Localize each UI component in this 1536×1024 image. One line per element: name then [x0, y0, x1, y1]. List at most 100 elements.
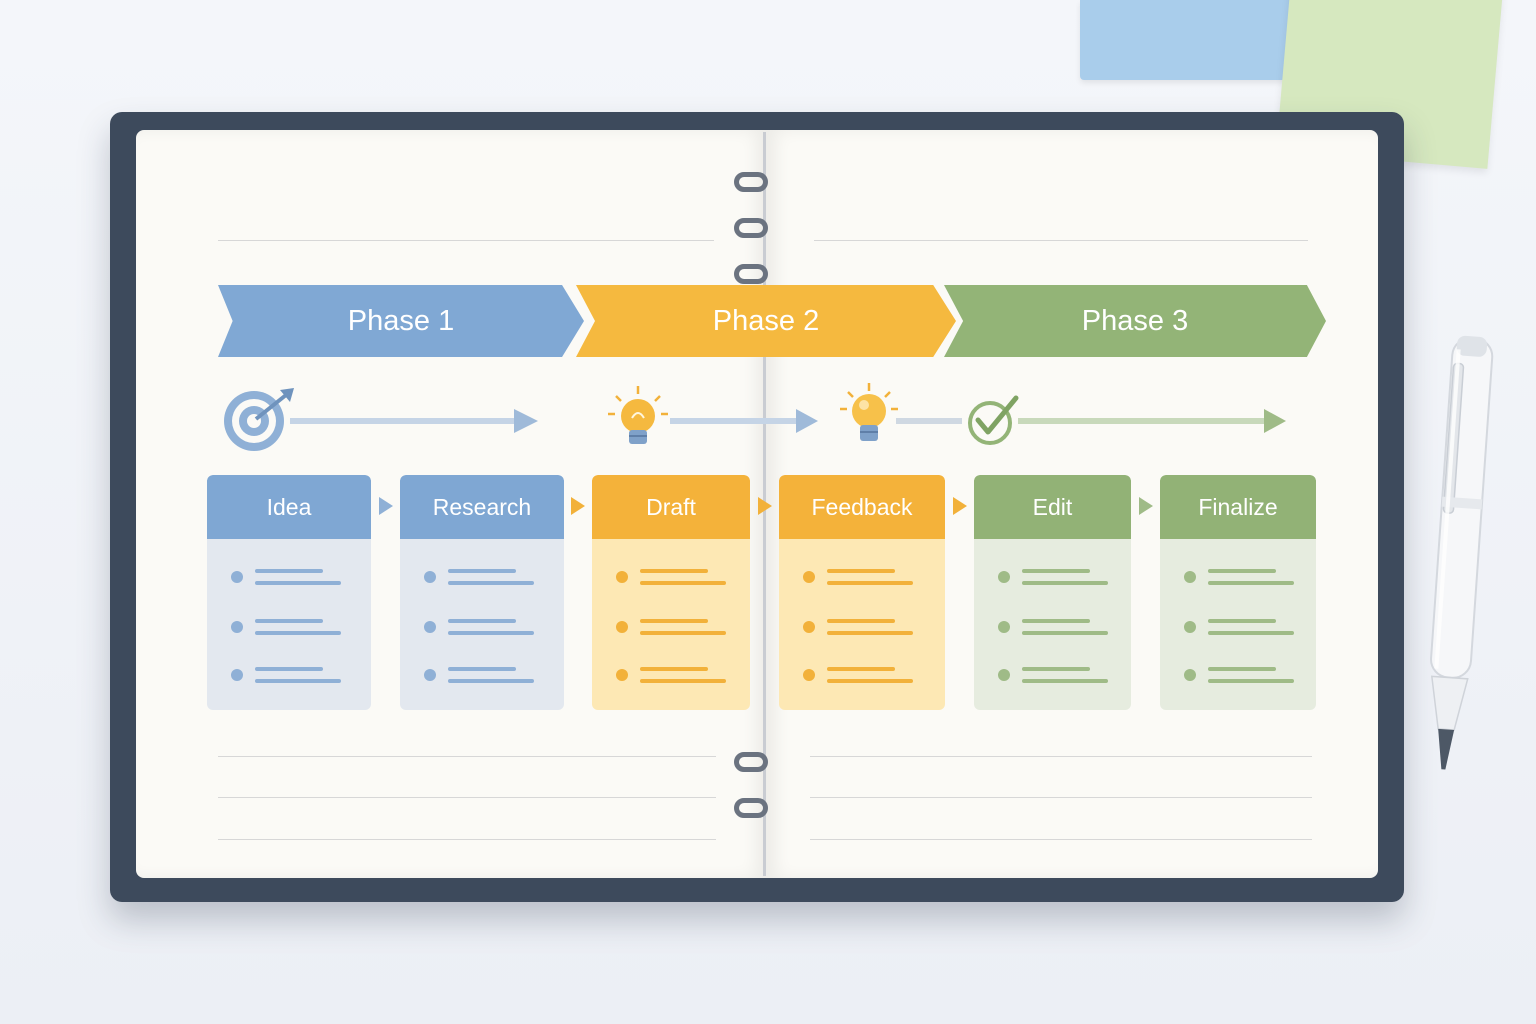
phase-3-banner: Phase 3	[944, 285, 1326, 357]
timeline-arrow	[290, 409, 538, 433]
checklist-line	[1208, 631, 1294, 635]
checklist-line	[640, 581, 726, 585]
step-connector-arrow	[571, 497, 585, 515]
checklist-line	[448, 569, 516, 573]
timeline-arrow	[1018, 409, 1286, 433]
checklist-line	[827, 569, 895, 573]
checklist-line	[255, 667, 323, 671]
checklist-line	[827, 631, 913, 635]
step-checklist	[592, 539, 750, 710]
checklist-line	[448, 619, 516, 623]
step-card-finalize: Finalize	[1160, 475, 1316, 710]
checklist-bullet	[998, 571, 1010, 583]
step-card-idea: Idea	[207, 475, 371, 710]
lightbulb-icon	[608, 386, 668, 444]
binder-ring	[734, 752, 768, 772]
step-card-feedback: Feedback	[779, 475, 945, 710]
ruled-line	[810, 839, 1312, 840]
step-header: Feedback	[779, 475, 945, 539]
step-checklist	[779, 539, 945, 710]
checklist-line	[1022, 619, 1090, 623]
phase-3-label: Phase 3	[1081, 304, 1189, 337]
checklist-line	[1022, 581, 1108, 585]
checklist-bullet	[616, 621, 628, 633]
checklist-line	[827, 619, 895, 623]
checklist-bullet	[998, 669, 1010, 681]
binder-ring	[734, 218, 768, 238]
phase-2-banner: Phase 2	[576, 285, 956, 357]
checklist-line	[448, 679, 534, 683]
checklist-bullet	[803, 571, 815, 583]
checklist-line	[255, 581, 341, 585]
checklist-line	[1208, 679, 1294, 683]
checklist-line	[1208, 667, 1276, 671]
checklist-bullet	[1184, 621, 1196, 633]
binder-ring	[734, 264, 768, 284]
phase-1-banner: Phase 1	[218, 285, 584, 357]
ruled-line	[810, 797, 1312, 798]
checklist-line	[640, 569, 708, 573]
checklist-line	[1022, 667, 1090, 671]
checklist-bullet	[998, 621, 1010, 633]
step-card-research: Research	[400, 475, 564, 710]
phase-1-label: Phase 1	[347, 304, 455, 337]
checklist-line	[1208, 581, 1294, 585]
checklist-bullet	[803, 621, 815, 633]
checklist-line	[827, 581, 913, 585]
checklist-bullet	[231, 621, 243, 633]
step-label: Research	[432, 493, 532, 520]
checklist-bullet	[424, 571, 436, 583]
checklist-line	[255, 679, 341, 683]
ruled-line	[218, 240, 714, 241]
step-header: Edit	[974, 475, 1131, 539]
checklist-line	[827, 667, 895, 671]
lightbulb-icon	[840, 383, 898, 441]
ruled-line	[218, 797, 716, 798]
checklist-line	[640, 631, 726, 635]
checklist-line	[640, 679, 726, 683]
step-connector-arrow	[379, 497, 393, 515]
step-card-edit: Edit	[974, 475, 1131, 710]
step-connector-arrow	[953, 497, 967, 515]
checklist-bullet	[616, 669, 628, 681]
step-header: Draft	[592, 475, 750, 539]
checklist-line	[448, 667, 516, 671]
timeline-arrow	[670, 409, 818, 433]
checklist-line	[827, 679, 913, 683]
step-label: Idea	[266, 493, 312, 520]
checklist-line	[1022, 569, 1090, 573]
step-header: Idea	[207, 475, 371, 539]
ruled-line	[814, 240, 1308, 241]
phase-2-label: Phase 2	[712, 304, 820, 337]
step-checklist	[400, 539, 564, 710]
ruled-line	[218, 756, 716, 757]
checklist-bullet	[616, 571, 628, 583]
step-header: Research	[400, 475, 564, 539]
step-label: Edit	[1032, 493, 1073, 520]
sticky-note-blue	[1080, 0, 1304, 80]
checklist-bullet	[803, 669, 815, 681]
checklist-line	[1022, 679, 1108, 683]
ruled-line	[810, 756, 1312, 757]
step-card-draft: Draft	[592, 475, 750, 710]
checklist-bullet	[1184, 571, 1196, 583]
checklist-line	[1208, 619, 1276, 623]
step-label: Draft	[646, 493, 696, 520]
checklist-line	[448, 631, 534, 635]
target-icon	[224, 388, 294, 451]
checklist-bullet	[231, 669, 243, 681]
checklist-bullet	[424, 669, 436, 681]
checklist-line	[255, 569, 323, 573]
binder-ring	[734, 172, 768, 192]
checklist-line	[640, 667, 708, 671]
step-label: Feedback	[811, 493, 913, 520]
checklist-line	[255, 619, 323, 623]
step-label: Finalize	[1198, 493, 1278, 520]
step-connector-arrow	[1139, 497, 1153, 515]
checklist-line	[1022, 631, 1108, 635]
step-checklist	[974, 539, 1131, 710]
checklist-line	[1208, 569, 1276, 573]
checklist-bullet	[424, 621, 436, 633]
pen	[1430, 335, 1494, 770]
